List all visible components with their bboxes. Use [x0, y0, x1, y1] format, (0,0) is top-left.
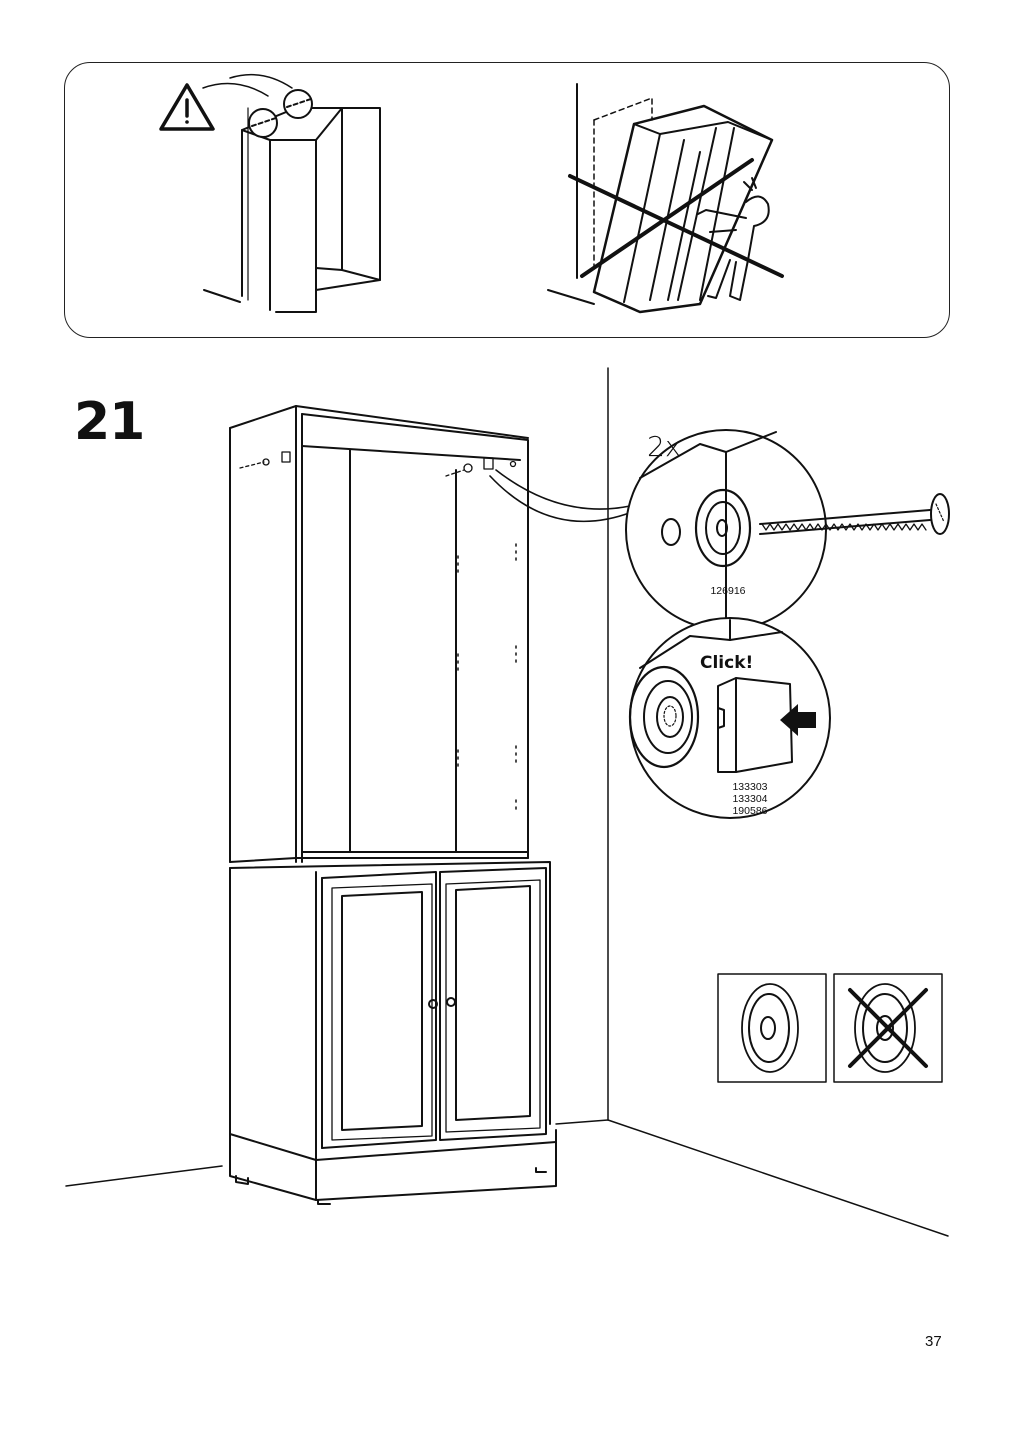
part-number: 133304: [732, 793, 768, 805]
warning-triangle-icon: [159, 83, 215, 131]
click-label: Click!: [700, 653, 754, 673]
correct-cap-panel: [717, 973, 827, 1083]
cabinet-correct-icon: [202, 73, 381, 313]
screw-part-number: 126916: [710, 585, 746, 597]
cap-detail: [628, 617, 831, 819]
tipping-cabinet-icon: [547, 83, 784, 314]
warning-panel: [64, 62, 950, 338]
cabinet-illustration: [229, 405, 633, 1205]
incorrect-cap-panel: [833, 973, 943, 1083]
screw-detail: [625, 429, 950, 631]
step-number: 21: [74, 392, 145, 452]
part-number: 133303: [732, 781, 768, 793]
cap-part-numbers: 133303 133304 190586: [722, 781, 778, 817]
room-lines: [65, 367, 949, 1237]
page-number: 37: [925, 1333, 942, 1350]
part-number: 190586: [732, 805, 768, 817]
quantity-label: 2x: [647, 430, 682, 463]
